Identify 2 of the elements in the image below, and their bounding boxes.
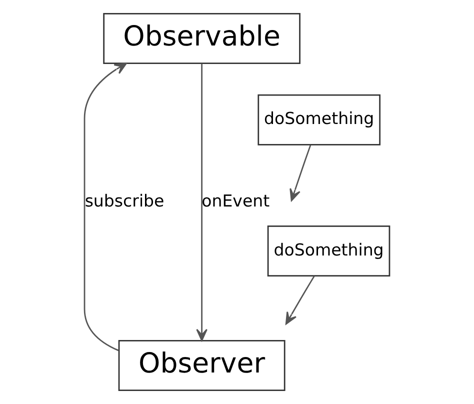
edge-label: subscribe bbox=[84, 191, 164, 210]
edge-label: onEvent bbox=[202, 191, 270, 210]
